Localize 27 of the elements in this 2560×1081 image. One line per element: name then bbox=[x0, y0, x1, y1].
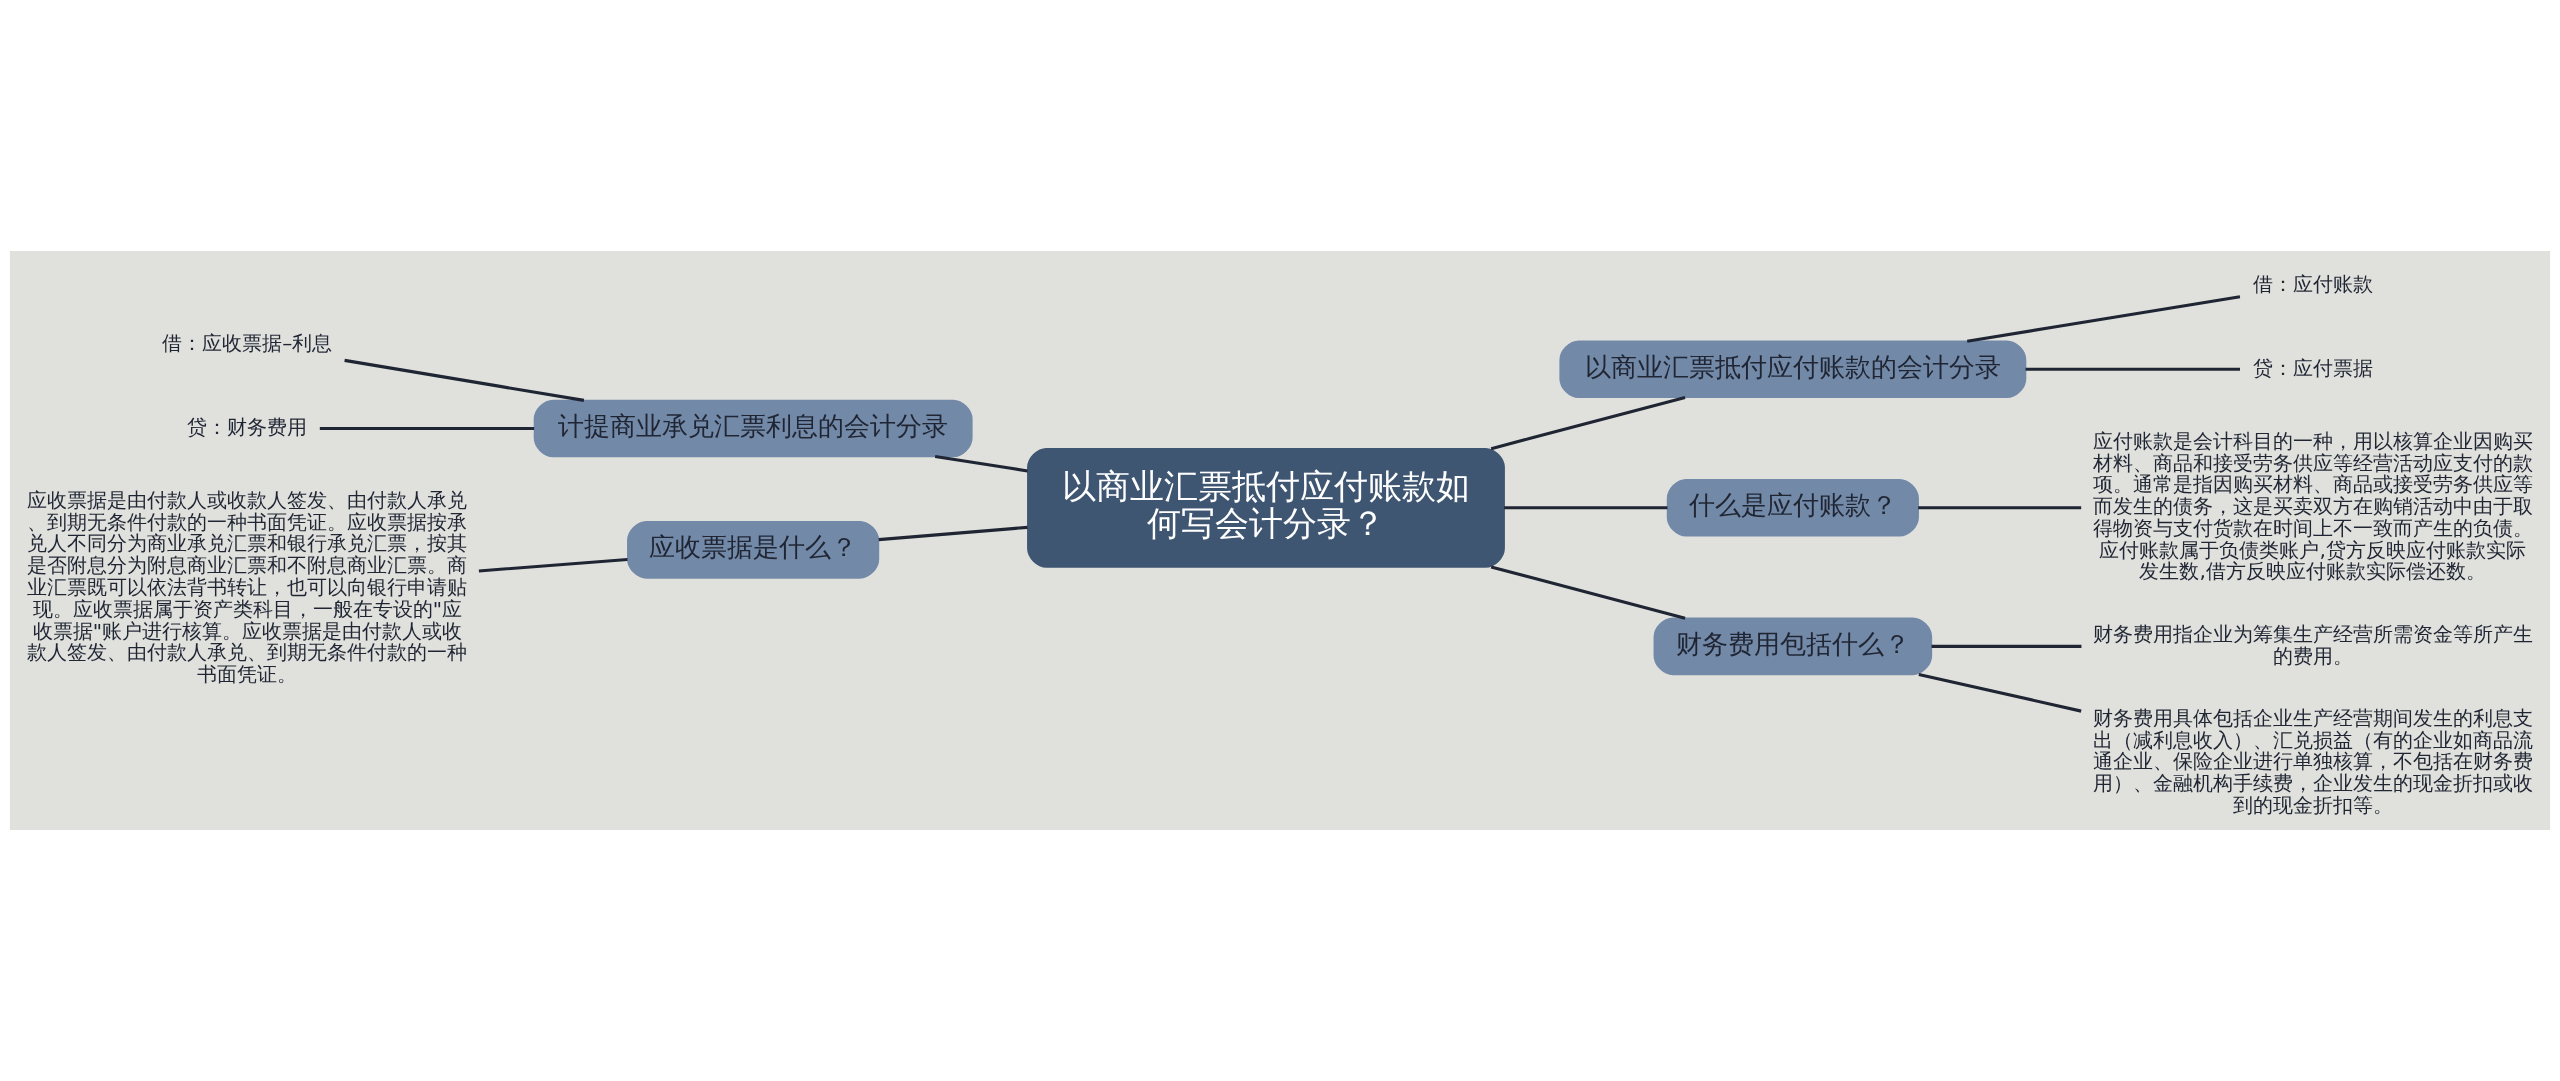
node-box: 应收票据是什么？ bbox=[627, 521, 880, 579]
connector bbox=[478, 557, 628, 573]
connector bbox=[934, 455, 1028, 473]
node-text: 借：应付账款 bbox=[2252, 271, 2373, 296]
connector bbox=[1966, 295, 2241, 343]
node-text: 应付账款是会计科目的一种，用以核算企业因购买材料、商品和接受劳务供应等经营活动应支付的款项。通常是指因购买材料、商品或接受劳务供应等而发生的债务，这是买卖双方在购销活动中由于取得物资与支付货款在时间上不一致而产生的负债。应付账款属于负债类账户,贷方反映应付账款实际发生数,借方反映应付账款实际偿还数。 bbox=[2092, 428, 2533, 584]
node-text: 财务费用具体包括企业生产经营期间发生的利息支出（减利息收入）、汇兑损益（有的企业如商品流通企业、保险企业进行单独核算，不包括在财务费用）、金融机构手续费，企业发生的现金折扣或收到的现金折扣等。 bbox=[2092, 705, 2533, 817]
node-text: 贷：财务费用 bbox=[187, 414, 308, 439]
connector bbox=[1918, 506, 2082, 510]
connector bbox=[1931, 644, 2082, 648]
node-text: 贷：应付票据 bbox=[2252, 355, 2373, 380]
node-box: 以商业汇票抵付应付账款的会计分录 bbox=[1559, 340, 2027, 399]
connector bbox=[319, 426, 535, 430]
node-text: 应收票据是由付款人或收款人签发、由付款人承兑、到期无条件付款的一种书面凭证。应收票据按承兑人不同分为商业承兑汇票和银行承兑汇票，按其是否附息分为附息商业汇票和不附息商业汇票。商业汇票既可以依法背书转让，也可以向银行申请贴现。应收票据属于资产类科目，一般在专设的"应收票据"账户进行核算。应收票据是由付款人或收款人签发、由付款人承兑、到期无条件付款的一种书面凭证。 bbox=[27, 487, 468, 687]
connector bbox=[344, 358, 585, 402]
node-text: 借：应收票据–利息 bbox=[162, 330, 333, 355]
node-text: 财务费用指企业为筹集生产经营所需资金等所产生的费用。 bbox=[2092, 621, 2533, 668]
connector bbox=[2025, 367, 2240, 371]
node-box: 什么是应付账款？ bbox=[1666, 479, 1919, 537]
connector bbox=[1504, 506, 1668, 510]
node-box: 财务费用包括什么？ bbox=[1653, 617, 1933, 676]
connector bbox=[1490, 565, 1686, 620]
connector bbox=[1490, 395, 1686, 451]
node-box: 以商业汇票抵付应付账款如何写会计分录？ bbox=[1027, 447, 1505, 568]
connector bbox=[878, 525, 1028, 542]
connector bbox=[1918, 672, 2082, 713]
node-box: 计提商业承兑汇票利息的会计分录 bbox=[533, 399, 973, 458]
